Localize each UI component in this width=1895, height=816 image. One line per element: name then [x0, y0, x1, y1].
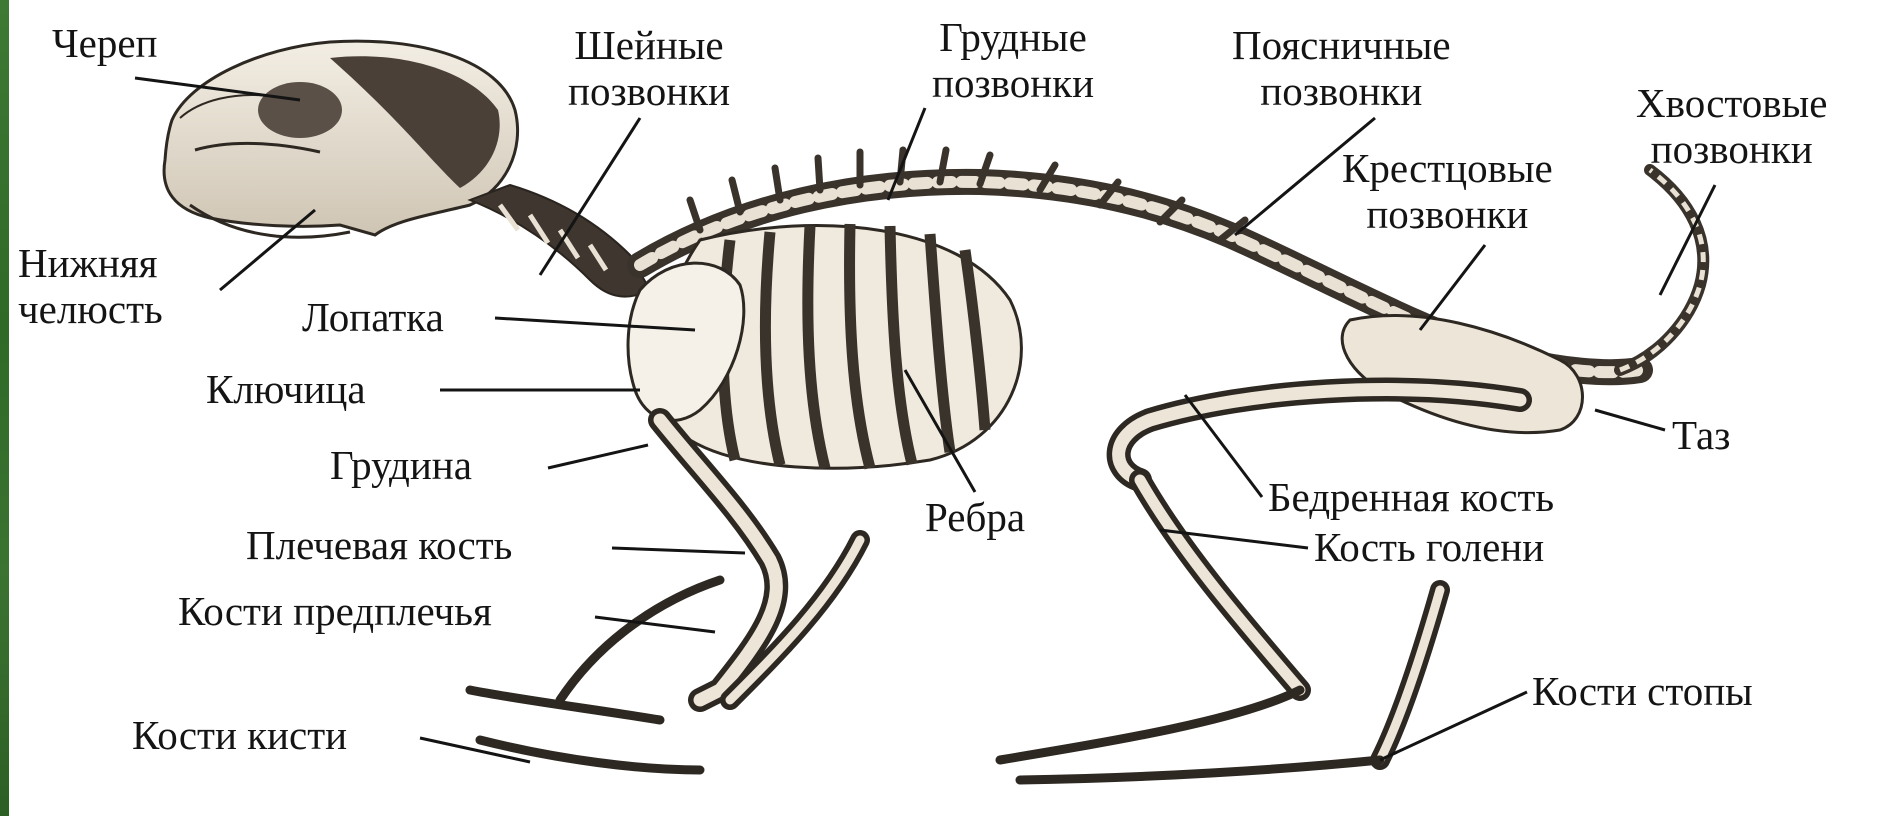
label-clavicle: Ключица [206, 366, 366, 412]
label-humerus: Плечевая кость [246, 522, 512, 568]
label-jaw-line1: Нижняя [18, 240, 163, 286]
label-femur: Бедренная кость [1268, 474, 1554, 520]
label-foot-bones: Кости стопы [1532, 668, 1753, 714]
label-lumbar-line2: позвонки [1232, 68, 1451, 114]
label-lumbar-line1: Поясничные [1232, 22, 1451, 68]
label-jaw-line2: челюсть [18, 286, 163, 332]
label-shin-bone: Кость голени [1314, 524, 1544, 570]
label-sacral-line1: Крестцовые [1342, 145, 1553, 191]
leader-line-humerus [612, 548, 745, 553]
label-sacral-vertebrae: Крестцовые позвонки [1342, 145, 1553, 237]
leader-line-sacral [1420, 245, 1485, 330]
label-lower-jaw: Нижняя челюсть [18, 240, 163, 332]
label-skull: Череп [52, 20, 157, 66]
label-sacral-line2: позвонки [1342, 191, 1553, 237]
leader-line-sternum [548, 445, 648, 468]
label-caudal-vertebrae: Хвостовые позвонки [1636, 80, 1827, 172]
label-lumbar-vertebrae: Поясничные позвонки [1232, 22, 1451, 114]
label-thoracic-line1: Грудные [932, 14, 1094, 60]
label-cervical-line2: позвонки [568, 68, 730, 114]
pelvis-shape [1342, 316, 1582, 433]
label-ribs: Ребра [925, 494, 1025, 540]
label-thoracic-line2: позвонки [932, 60, 1094, 106]
label-thoracic-vertebrae: Грудные позвонки [932, 14, 1094, 106]
cervical-vertebrae-shape [470, 185, 650, 297]
label-cervical-vertebrae: Шейные позвонки [568, 22, 730, 114]
label-cervical-line1: Шейные [568, 22, 730, 68]
label-caudal-line1: Хвостовые [1636, 80, 1827, 126]
label-sternum: Грудина [330, 442, 472, 488]
label-scapula: Лопатка [302, 294, 444, 340]
front-leg-shape [470, 420, 860, 770]
label-forearm-bones: Кости предплечья [178, 588, 492, 634]
leader-line-pelvis [1595, 410, 1665, 430]
label-hand-bones: Кости кисти [132, 712, 347, 758]
leader-line-forearm [595, 617, 715, 632]
skull-shape [164, 41, 518, 237]
label-caudal-line2: позвонки [1636, 126, 1827, 172]
hind-leg-shape [1000, 390, 1520, 780]
tail-shape [1620, 170, 1703, 370]
label-pelvis: Таз [1672, 412, 1730, 458]
